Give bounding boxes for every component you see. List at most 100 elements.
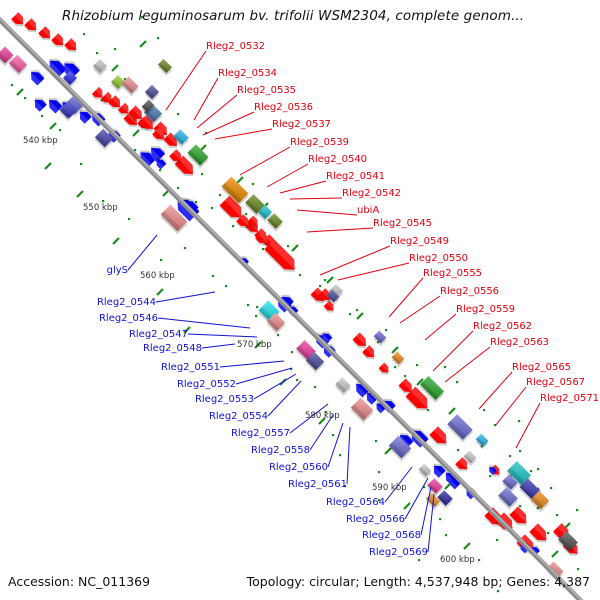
forward-gene-arrow[interactable] bbox=[219, 195, 248, 225]
reverse-gene-label[interactable]: Rleg2_0557 bbox=[231, 428, 290, 439]
gene-block[interactable] bbox=[446, 414, 474, 443]
forward-gene-arrow[interactable] bbox=[162, 132, 181, 152]
forward-gene-arrow[interactable] bbox=[138, 115, 157, 135]
gene-block[interactable] bbox=[159, 204, 189, 235]
forward-gene-arrow[interactable] bbox=[317, 288, 335, 306]
reverse-gene-label[interactable]: Rleg2_0552 bbox=[177, 379, 236, 390]
forward-gene-arrow[interactable] bbox=[151, 127, 169, 145]
forward-gene-arrow[interactable] bbox=[91, 86, 107, 103]
gene-block[interactable] bbox=[426, 478, 444, 497]
forward-gene-label[interactable]: Rleg2_0539 bbox=[290, 137, 349, 148]
forward-gene-label[interactable]: Rleg2_0545 bbox=[373, 218, 432, 229]
gene-block[interactable] bbox=[58, 101, 78, 122]
reverse-gene-label[interactable]: Rleg2_0551 bbox=[161, 362, 220, 373]
gene-block[interactable] bbox=[220, 176, 250, 207]
gene-block[interactable] bbox=[417, 463, 433, 480]
forward-gene-arrow[interactable] bbox=[168, 149, 186, 167]
forward-gene-label[interactable]: Rleg2_0563 bbox=[490, 337, 549, 348]
gene-block[interactable] bbox=[501, 474, 519, 493]
reverse-gene-label[interactable]: Rleg2_0568 bbox=[362, 530, 421, 541]
forward-gene-label[interactable]: Rleg2_0562 bbox=[473, 321, 532, 332]
gene-block[interactable] bbox=[7, 54, 28, 77]
reverse-gene-arrow[interactable] bbox=[429, 460, 447, 478]
forward-gene-arrow[interactable] bbox=[263, 239, 300, 276]
gene-block[interactable] bbox=[390, 351, 406, 368]
reverse-gene-label[interactable]: Rleg2_0553 bbox=[195, 394, 254, 405]
reverse-gene-arrow[interactable] bbox=[146, 142, 167, 163]
gene-block[interactable] bbox=[172, 129, 190, 148]
forward-gene-arrow[interactable] bbox=[37, 26, 55, 44]
forward-gene-label[interactable]: Rleg2_0536 bbox=[254, 102, 313, 113]
forward-gene-arrow[interactable] bbox=[235, 214, 253, 232]
reverse-gene-label[interactable]: Rleg2_0569 bbox=[369, 547, 428, 558]
reverse-gene-label[interactable]: Rleg2_0560 bbox=[269, 462, 328, 473]
forward-gene-arrow[interactable] bbox=[405, 386, 434, 416]
forward-gene-label[interactable]: Rleg2_0556 bbox=[440, 286, 499, 297]
forward-gene-arrow[interactable] bbox=[10, 12, 28, 30]
gene-block[interactable] bbox=[557, 531, 580, 554]
gene-block[interactable] bbox=[497, 487, 520, 510]
reverse-gene-label[interactable]: Rleg2_0558 bbox=[251, 445, 310, 456]
forward-gene-label[interactable]: Rleg2_0555 bbox=[423, 268, 482, 279]
reverse-gene-label[interactable]: Rleg2_0547 bbox=[129, 329, 188, 340]
reverse-gene-label[interactable]: Rleg2_0564 bbox=[326, 497, 385, 508]
reverse-gene-label[interactable]: Rleg2_0554 bbox=[209, 411, 268, 422]
gene-block[interactable] bbox=[93, 128, 114, 151]
gene-block[interactable] bbox=[304, 351, 325, 374]
forward-gene-arrow[interactable] bbox=[247, 215, 262, 231]
reverse-gene-arrow[interactable] bbox=[26, 66, 45, 86]
forward-gene-arrow[interactable] bbox=[63, 38, 81, 56]
forward-gene-arrow[interactable] bbox=[454, 457, 472, 475]
gene-block[interactable] bbox=[387, 435, 412, 462]
gene-block[interactable] bbox=[157, 58, 174, 76]
forward-gene-label[interactable]: Rleg2_0571 bbox=[540, 393, 599, 404]
forward-gene-label[interactable]: Rleg2_0559 bbox=[456, 304, 515, 315]
gene-block[interactable] bbox=[436, 490, 454, 509]
reverse-gene-label[interactable]: Rleg2_0546 bbox=[99, 313, 158, 324]
gene-block[interactable] bbox=[144, 84, 161, 102]
reverse-gene-arrow[interactable] bbox=[447, 475, 462, 490]
forward-gene-label[interactable]: Rleg2_0537 bbox=[272, 119, 331, 130]
gene-block[interactable] bbox=[419, 375, 446, 403]
gene-block[interactable] bbox=[120, 76, 140, 97]
forward-gene-label[interactable]: Rleg2_0535 bbox=[237, 85, 296, 96]
forward-gene-arrow[interactable] bbox=[50, 33, 68, 51]
gene-block[interactable] bbox=[506, 460, 533, 488]
forward-gene-arrow[interactable] bbox=[107, 95, 125, 113]
forward-gene-arrow[interactable] bbox=[117, 102, 133, 119]
reverse-gene-arrow[interactable] bbox=[30, 94, 48, 112]
forward-gene-arrow[interactable] bbox=[127, 105, 146, 125]
forward-gene-label[interactable]: Rleg2_0540 bbox=[308, 154, 367, 165]
forward-gene-arrow[interactable] bbox=[428, 426, 451, 449]
forward-gene-label[interactable]: Rleg2_0550 bbox=[409, 253, 468, 264]
gene-block[interactable] bbox=[92, 58, 109, 76]
forward-gene-label[interactable]: Rleg2_0532 bbox=[206, 41, 265, 52]
gene-block[interactable] bbox=[257, 204, 274, 222]
reverse-gene-arrow[interactable] bbox=[486, 463, 498, 475]
forward-gene-arrow[interactable] bbox=[508, 506, 531, 529]
reverse-gene-arrow[interactable] bbox=[153, 155, 168, 170]
forward-gene-label[interactable]: Rleg2_0567 bbox=[526, 377, 585, 388]
gene-block[interactable] bbox=[462, 450, 478, 467]
gene-block[interactable] bbox=[474, 433, 490, 450]
reverse-gene-label[interactable]: glyS bbox=[107, 265, 128, 276]
gene-block[interactable] bbox=[140, 99, 156, 116]
gene-block[interactable] bbox=[186, 144, 210, 169]
forward-gene-label[interactable]: Rleg2_0534 bbox=[218, 68, 277, 79]
forward-gene-arrow[interactable] bbox=[23, 18, 41, 36]
reverse-gene-label[interactable]: Rleg2_0548 bbox=[143, 343, 202, 354]
reverse-gene-arrow[interactable] bbox=[44, 94, 63, 114]
reverse-gene-label[interactable]: Rleg2_0566 bbox=[346, 514, 405, 525]
reverse-gene-label[interactable]: Rleg2_0544 bbox=[97, 297, 156, 308]
forward-gene-label[interactable]: Rleg2_0542 bbox=[342, 188, 401, 199]
reverse-gene-label[interactable]: Rleg2_0561 bbox=[288, 479, 347, 490]
forward-gene-label[interactable]: ubiA bbox=[357, 205, 379, 216]
forward-gene-arrow[interactable] bbox=[361, 345, 379, 363]
gene-block[interactable] bbox=[349, 397, 374, 424]
forward-gene-arrow[interactable] bbox=[378, 362, 393, 378]
gene-block[interactable] bbox=[266, 213, 284, 232]
forward-gene-label[interactable]: Rleg2_0549 bbox=[390, 236, 449, 247]
forward-gene-label[interactable]: Rleg2_0565 bbox=[512, 362, 571, 373]
gene-block[interactable] bbox=[334, 377, 352, 396]
